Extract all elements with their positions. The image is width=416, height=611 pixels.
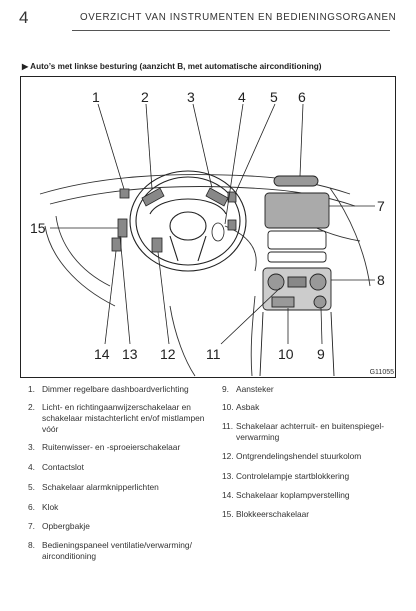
- callout-15: 15: [30, 220, 46, 236]
- clock: [273, 175, 319, 187]
- callout-11: 11: [206, 346, 221, 362]
- legend-text: Opbergbakje: [42, 521, 90, 531]
- ashtray: [271, 296, 295, 308]
- legend-text: Ontgrendelingshendel stuurkolom: [236, 451, 362, 461]
- callout-numbers: 1 2 3 4 5 6 7 8 9 10 11 12 13 14 15: [30, 89, 385, 362]
- legend-right: 9. Aansteker 10. Asbak 11. Schakelaar ac…: [222, 384, 412, 534]
- center-console: [259, 175, 335, 377]
- section-title-text: Auto’s met linkse besturing (aanzicht B,…: [30, 62, 322, 71]
- legend-number: 11.: [222, 421, 234, 431]
- steering-wheel: [129, 170, 247, 272]
- callout-12: 12: [160, 346, 176, 362]
- cigarette-lighter: [313, 295, 327, 309]
- legend-number: 12.: [222, 451, 234, 461]
- legend-text: Bedieningspaneel ventilatie/verwarming/ …: [42, 540, 192, 561]
- legend-text: Asbak: [236, 402, 260, 412]
- legend-number: 13.: [222, 471, 234, 481]
- callout-4: 4: [238, 89, 246, 105]
- callout-9: 9: [317, 346, 325, 362]
- legend-number: 3.: [28, 442, 35, 452]
- legend-number: 2.: [28, 402, 35, 412]
- wiper-switch-stalk: [205, 187, 229, 207]
- dashboard-illustration: 1 2 3 4 5 6 7 8 9 10 11 12 13 14 15 G110…: [20, 76, 396, 378]
- storage-box: [264, 192, 330, 229]
- callout-6: 6: [298, 89, 306, 105]
- legend-number: 1.: [28, 384, 35, 394]
- legend-number: 6.: [28, 502, 35, 512]
- legend-number: 15.: [222, 509, 234, 519]
- header-title: OVERZICHT VAN INSTRUMENTEN EN BEDIENINGS…: [80, 12, 397, 23]
- figure-code: G11055: [370, 369, 394, 376]
- blocking-switch: [117, 218, 128, 238]
- leader-lines: [50, 103, 375, 345]
- dimmer-switch: [119, 188, 130, 199]
- figure-frame: [20, 76, 396, 378]
- callout-1: 1: [92, 89, 100, 105]
- legend-left: 1. Dimmer regelbare dashboardverlichting…: [28, 384, 218, 604]
- legend-text: Schakelaar achterruit- en buitenspiegel-…: [236, 421, 385, 442]
- legend-text: Schakelaar alarmknipperlichten: [42, 482, 159, 492]
- section-title: ▶Auto’s met linkse besturing (aanzicht B…: [22, 62, 321, 71]
- legend-number: 14.: [222, 490, 234, 500]
- triangle-bullet-icon: ▶: [22, 62, 29, 71]
- legend-text: Controlelampje startblokkering: [236, 471, 350, 481]
- headlight-leveling-switch: [111, 237, 122, 252]
- callout-14: 14: [94, 346, 110, 362]
- legend-text: Blokkeerschakelaar: [236, 509, 310, 519]
- callout-7: 7: [377, 198, 385, 214]
- page-number: 4: [19, 8, 29, 27]
- ignition-lock: [227, 219, 237, 231]
- ignition-switch: [211, 222, 225, 242]
- legend-number: 8.: [28, 540, 35, 550]
- legend-number: 5.: [28, 482, 35, 492]
- legend-number: 7.: [28, 521, 35, 531]
- header-rule: [72, 30, 390, 31]
- light-switch-stalk: [141, 187, 165, 207]
- legend-number: 10.: [222, 402, 234, 412]
- hazard-switch: [227, 191, 237, 203]
- callout-3: 3: [187, 89, 195, 105]
- release-lever: [151, 237, 163, 253]
- legend-text: Ruitenwisser- en -sproeierschakelaar: [42, 442, 181, 452]
- callout-5: 5: [270, 89, 278, 105]
- legend-text: Klok: [42, 502, 59, 512]
- callout-8: 8: [377, 272, 385, 288]
- legend-number: 4.: [28, 462, 35, 472]
- callout-2: 2: [141, 89, 149, 105]
- legend-text: Aansteker: [236, 384, 274, 394]
- switches: [111, 187, 237, 253]
- callout-13: 13: [122, 346, 138, 362]
- legend-text: Contactslot: [42, 462, 84, 472]
- legend-text: Dimmer regelbare dashboardverlichting: [42, 384, 189, 394]
- legend-number: 9.: [222, 384, 229, 394]
- legend-text: Schakelaar koplampverstelling: [236, 490, 350, 500]
- dashboard-figure: 1 2 3 4 5 6 7 8 9 10 11 12 13 14 15 G110…: [20, 76, 396, 378]
- legend-text: Licht- en richtingaanwijzerschakelaar en…: [42, 402, 205, 434]
- page-header: 4 OVERZICHT VAN INSTRUMENTEN EN BEDIENIN…: [0, 8, 416, 31]
- callout-10: 10: [278, 346, 294, 362]
